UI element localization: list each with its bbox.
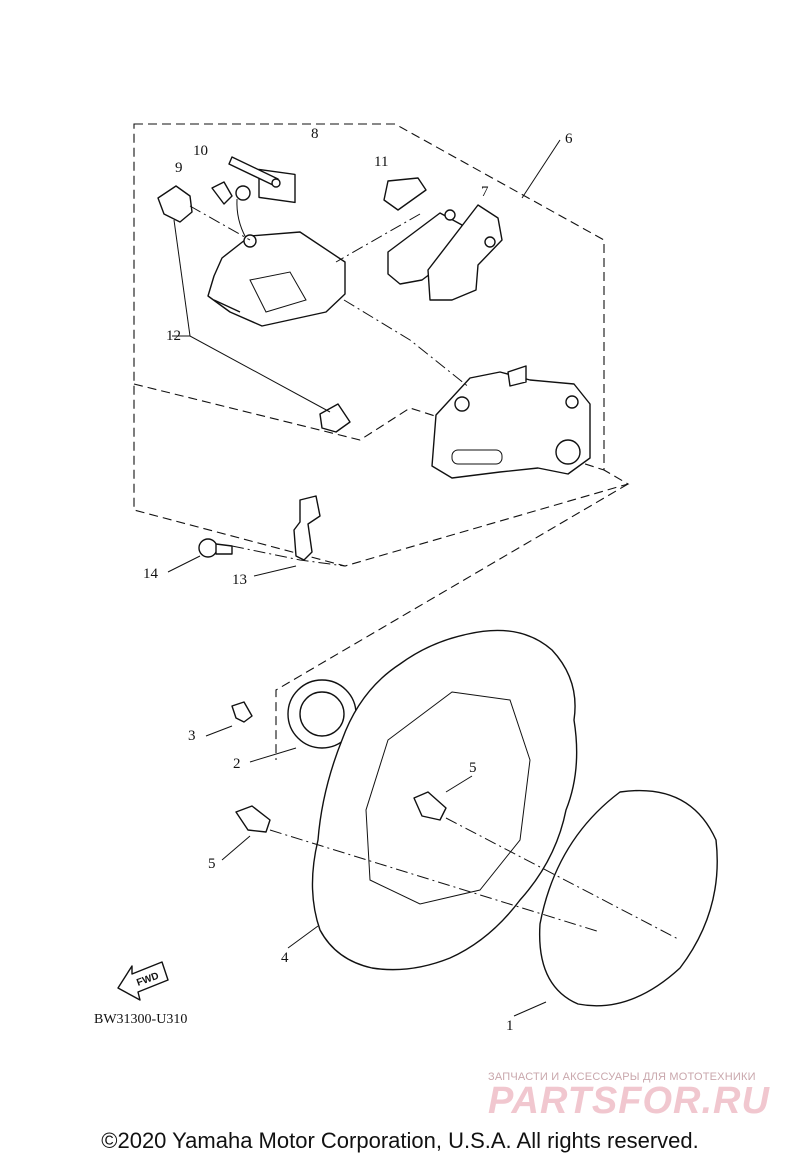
callout-8: 8 bbox=[311, 126, 319, 142]
brake-disc-part bbox=[311, 629, 578, 971]
callout-6: 6 bbox=[565, 131, 573, 147]
disc-assembly-outline bbox=[275, 483, 629, 760]
bleed-screw-part bbox=[211, 181, 251, 239]
dust-seal-part bbox=[538, 789, 718, 1007]
disc-bolt-part bbox=[235, 791, 447, 833]
callout-5-left: 5 bbox=[208, 856, 216, 872]
bracket-bolt-part bbox=[198, 538, 233, 558]
callout-12: 12 bbox=[166, 328, 181, 344]
part-callouts: 8 6 10 9 11 7 12 14 13 3 2 5 5 4 1 bbox=[143, 126, 573, 1034]
callout-5-right: 5 bbox=[469, 760, 477, 776]
pad-pin-part bbox=[228, 156, 296, 204]
callout-3: 3 bbox=[188, 728, 196, 744]
watermark-tagline: ЗАПЧАСТИ И АКСЕССУАРЫ ДЛЯ МОТОТЕХНИКИ bbox=[488, 1071, 756, 1083]
caliper-assembly-outline bbox=[133, 123, 630, 567]
hose-bracket-part bbox=[293, 495, 321, 561]
pad-spring-part bbox=[383, 177, 427, 211]
callout-7: 7 bbox=[481, 184, 489, 200]
caliper-bracket-part bbox=[431, 365, 591, 479]
callout-14: 14 bbox=[143, 566, 159, 582]
brake-pads-part bbox=[387, 204, 503, 301]
fwd-arrow: FWD bbox=[117, 961, 169, 1001]
watermark-brand: PARTSFOR.RU bbox=[488, 1080, 770, 1122]
copyright-footer: ©2020 Yamaha Motor Corporation, U.S.A. A… bbox=[101, 1128, 699, 1153]
callout-13: 13 bbox=[232, 572, 247, 588]
callout-10: 10 bbox=[193, 143, 208, 159]
callout-1: 1 bbox=[506, 1018, 514, 1034]
caliper-body-part bbox=[207, 231, 346, 327]
callout-4: 4 bbox=[281, 950, 289, 966]
callout-9: 9 bbox=[175, 160, 183, 176]
callout-2: 2 bbox=[233, 756, 241, 772]
callout-11: 11 bbox=[374, 154, 388, 170]
leader-lines bbox=[167, 139, 681, 1017]
diagram-code: BW31300-U310 bbox=[94, 1012, 188, 1027]
rotor-screw-part bbox=[231, 701, 253, 723]
